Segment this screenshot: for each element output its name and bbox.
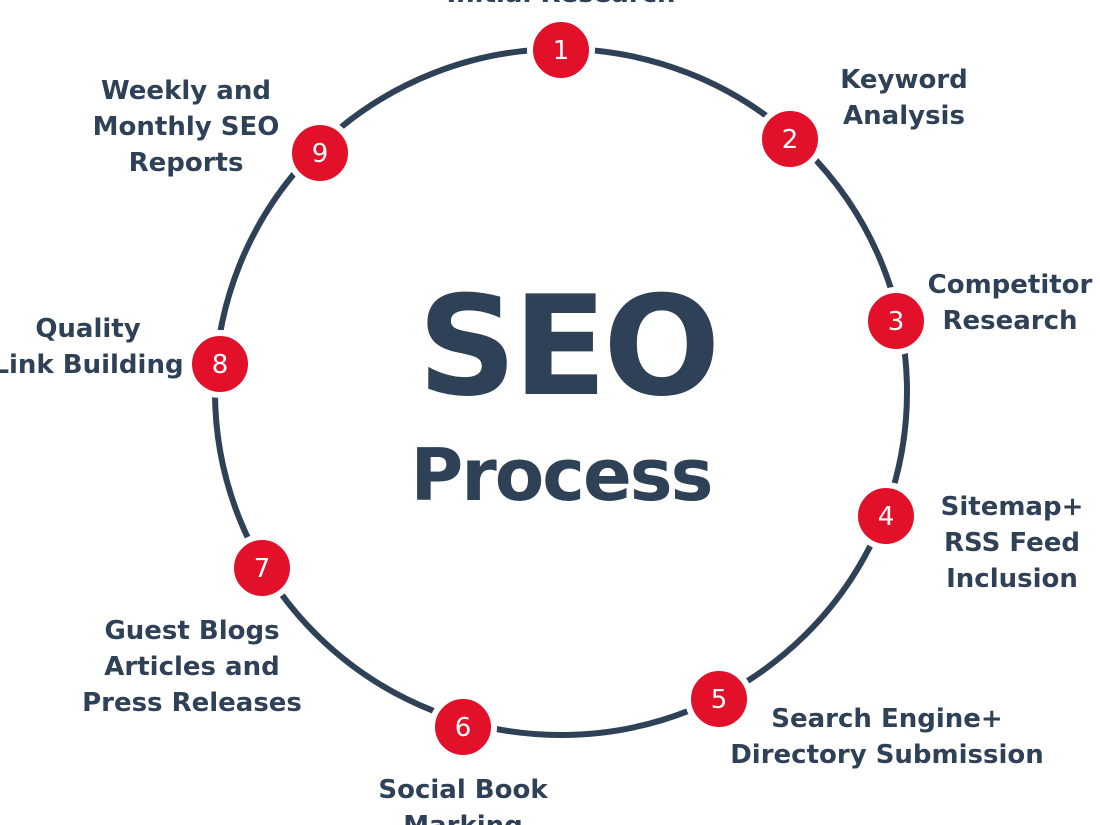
step-number: 5 (711, 685, 728, 715)
step-label-line: Monthly SEO (93, 112, 280, 142)
step-label: Initial Research (447, 0, 676, 9)
step-number: 2 (782, 125, 799, 155)
step-label-line: Marking (403, 811, 523, 825)
step-label-line: RSS Feed (944, 528, 1080, 558)
step-label-line: Weekly and (101, 76, 271, 106)
step-label-line: Press Releases (82, 688, 302, 718)
step-marker (286, 119, 354, 187)
step-label: Social BookMarking (378, 775, 548, 825)
step-marker (228, 534, 296, 602)
step-label-line: Keyword (840, 65, 968, 95)
step-number: 1 (553, 36, 570, 66)
step-number: 3 (888, 307, 905, 337)
step-number: 7 (254, 554, 271, 584)
step-number: 9 (312, 139, 329, 169)
step-label-line: Articles and (104, 652, 279, 682)
step-marker (756, 105, 824, 173)
step-label-line: Guest Blogs (104, 616, 279, 646)
step-marker (186, 330, 254, 398)
step-label: Search Engine+ Directory Submission (730, 704, 1044, 770)
step-label-line: Search Engine+ (771, 704, 1002, 734)
step-label-line: Competitor (928, 270, 1093, 300)
step-number: 8 (212, 350, 229, 380)
step-label-line: Initial Research (447, 0, 676, 9)
step-label-line: Inclusion (946, 564, 1078, 594)
step-label-line: Analysis (843, 101, 965, 131)
step-label-line: Social Book (378, 775, 548, 805)
step-marker (685, 665, 753, 733)
step-label-line: Link Building (0, 350, 184, 380)
step-label-line: Reports (129, 148, 244, 178)
step-marker (527, 16, 595, 84)
step-number: 6 (455, 713, 472, 743)
step-label-line: Directory Submission (730, 740, 1044, 770)
step-label-line: Research (942, 306, 1077, 336)
step-marker (429, 693, 497, 761)
diagram-subtitle: Process (411, 433, 712, 517)
diagram-title: SEO (418, 266, 717, 427)
step-number: 4 (878, 502, 895, 532)
process-step-1: 1 Initial Research (447, 0, 676, 84)
step-label-line: Sitemap+ (941, 492, 1084, 522)
step-label-line: Quality (35, 314, 140, 344)
step-marker (862, 287, 930, 355)
step-marker (852, 482, 920, 550)
